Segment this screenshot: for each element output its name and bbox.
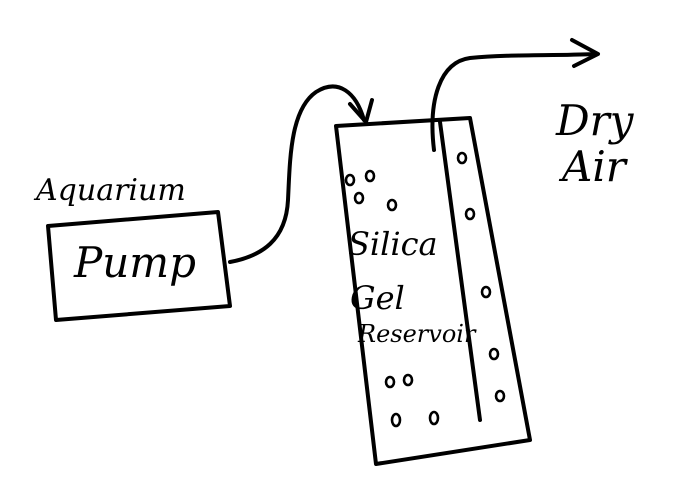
reservoir-body	[334, 116, 532, 466]
silica-label: Silica	[348, 225, 438, 263]
outlet-tube	[430, 52, 596, 152]
pump-label: Pump	[74, 238, 197, 287]
outlet-arrowhead	[570, 38, 600, 68]
dry-label: Dry	[556, 96, 634, 145]
aquarium-label: Aquarium	[36, 173, 186, 208]
inner-outlet-tube	[438, 120, 482, 422]
silica-beads	[344, 151, 506, 428]
reservoir-label: Reservoir	[358, 320, 476, 348]
inlet-tube	[228, 84, 366, 264]
gel-label: Gel	[350, 279, 405, 317]
inlet-arrowhead	[348, 98, 374, 124]
pump-box	[46, 210, 232, 322]
air-label: Air	[562, 142, 626, 191]
